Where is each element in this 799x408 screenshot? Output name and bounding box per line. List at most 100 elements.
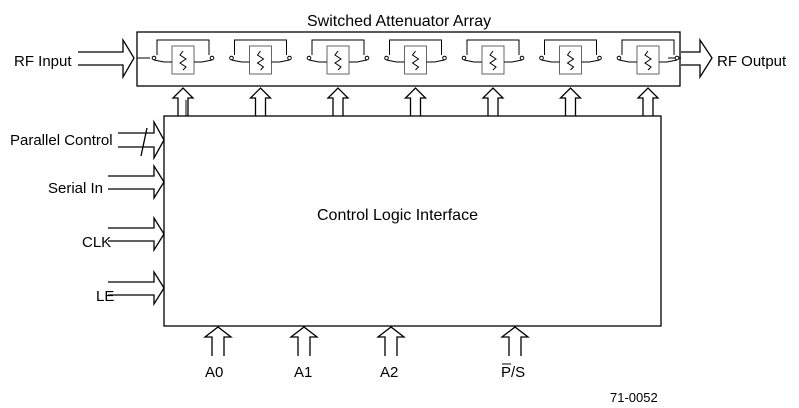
array-title: Switched Attenuator Array — [307, 13, 491, 30]
attenuator-stage — [151, 39, 215, 75]
clk-input: CLK — [82, 215, 165, 253]
switch-contact — [229, 55, 234, 61]
control-arrow — [248, 87, 273, 116]
bypass-path — [311, 39, 365, 55]
control-arrow — [558, 87, 583, 116]
a1-arrow — [289, 326, 319, 356]
serial-in-arrow — [108, 163, 165, 201]
attenuator-stage — [616, 39, 680, 75]
le-input: LE — [96, 269, 165, 307]
attenuator-stage — [384, 39, 447, 75]
switch-out — [504, 59, 523, 63]
attenuator-box — [249, 45, 272, 75]
switch-out — [349, 59, 368, 63]
switch-in — [153, 59, 172, 63]
bypass-path — [389, 39, 442, 55]
serial-in-label: Serial In — [48, 180, 103, 197]
bus-slash-icon — [140, 127, 148, 157]
switch-in — [541, 59, 560, 63]
parallel-control-input: Parallel Control — [10, 119, 165, 161]
ps-arrow — [500, 326, 530, 356]
parallel-control-label: Parallel Control — [10, 132, 113, 149]
resistor-icon — [644, 50, 652, 71]
ps-label: P/S — [501, 364, 525, 381]
a2-arrow — [376, 326, 406, 356]
a0-label: A0 — [205, 364, 223, 381]
attenuator-box — [559, 45, 582, 75]
switch-contact — [597, 55, 602, 61]
switch-in — [231, 59, 250, 63]
resistor-icon — [489, 50, 497, 71]
resistor-icon — [334, 50, 342, 71]
rf-input-arrow — [78, 37, 135, 80]
attenuator-stage — [539, 39, 602, 75]
control-arrow — [171, 87, 195, 116]
switch-contact — [616, 55, 622, 61]
bypass-path — [466, 39, 520, 55]
attenuator-array-box — [136, 31, 681, 87]
switch-in — [386, 59, 405, 63]
control-arrows — [171, 87, 660, 116]
le-arrow — [108, 269, 165, 307]
control-bus-line — [185, 100, 650, 117]
switch-out — [194, 59, 213, 63]
switch-contact — [364, 55, 370, 61]
switch-contact — [384, 55, 389, 61]
attenuator-box — [404, 45, 427, 75]
switch-contact — [442, 55, 447, 61]
ps-input: P/S — [500, 326, 530, 381]
switch-contact — [539, 55, 544, 61]
serial-in-input: Serial In — [48, 163, 165, 201]
bypass-path — [621, 39, 675, 55]
switch-contact — [461, 55, 467, 61]
rf-output-label: RF Output — [717, 53, 787, 70]
bypass-path — [156, 39, 210, 55]
resistor-icon — [566, 50, 575, 71]
switch-out — [659, 59, 678, 63]
switch-contact — [306, 55, 312, 61]
control-arrow — [636, 87, 660, 116]
resistor-icon — [179, 50, 187, 71]
attenuator-box — [326, 45, 350, 75]
switch-out — [426, 59, 445, 63]
a2-input: A2 — [376, 326, 406, 381]
attenuator-stage — [306, 39, 370, 75]
control-logic-title: Control Logic Interface — [317, 207, 478, 224]
attenuator-stages — [137, 39, 681, 75]
control-arrow — [481, 87, 505, 116]
attenuator-stage — [229, 39, 292, 75]
switch-contact — [209, 55, 215, 61]
switch-in — [463, 59, 482, 63]
attenuator-box — [636, 45, 660, 75]
switch-out — [581, 59, 600, 63]
a0-arrow — [203, 326, 233, 356]
a0-input: A0 — [203, 326, 233, 381]
switch-contact — [151, 55, 157, 61]
switch-contact — [287, 55, 292, 61]
control-arrow — [326, 87, 350, 116]
resistor-icon — [411, 50, 420, 71]
bypass-path — [544, 39, 597, 55]
parallel-control-arrow — [118, 119, 165, 161]
switch-contact — [674, 55, 680, 61]
attenuator-box — [481, 45, 505, 75]
figure-id: 71-0052 — [610, 390, 658, 405]
rf-output-arrow — [681, 37, 713, 80]
bypass-path — [234, 39, 287, 55]
resistor-icon — [256, 50, 265, 71]
a1-label: A1 — [294, 364, 312, 381]
switch-out — [271, 59, 290, 63]
attenuator-stage — [461, 39, 525, 75]
clk-arrow — [108, 215, 165, 253]
switch-in — [308, 59, 327, 63]
a2-label: A2 — [380, 364, 398, 381]
le-label: LE — [96, 288, 114, 305]
switch-in — [618, 59, 637, 63]
rf-input-label: RF Input — [14, 53, 72, 70]
switch-contact — [519, 55, 525, 61]
clk-label: CLK — [82, 234, 111, 251]
a1-input: A1 — [289, 326, 319, 381]
attenuator-box — [171, 45, 195, 75]
control-arrow — [403, 87, 428, 116]
